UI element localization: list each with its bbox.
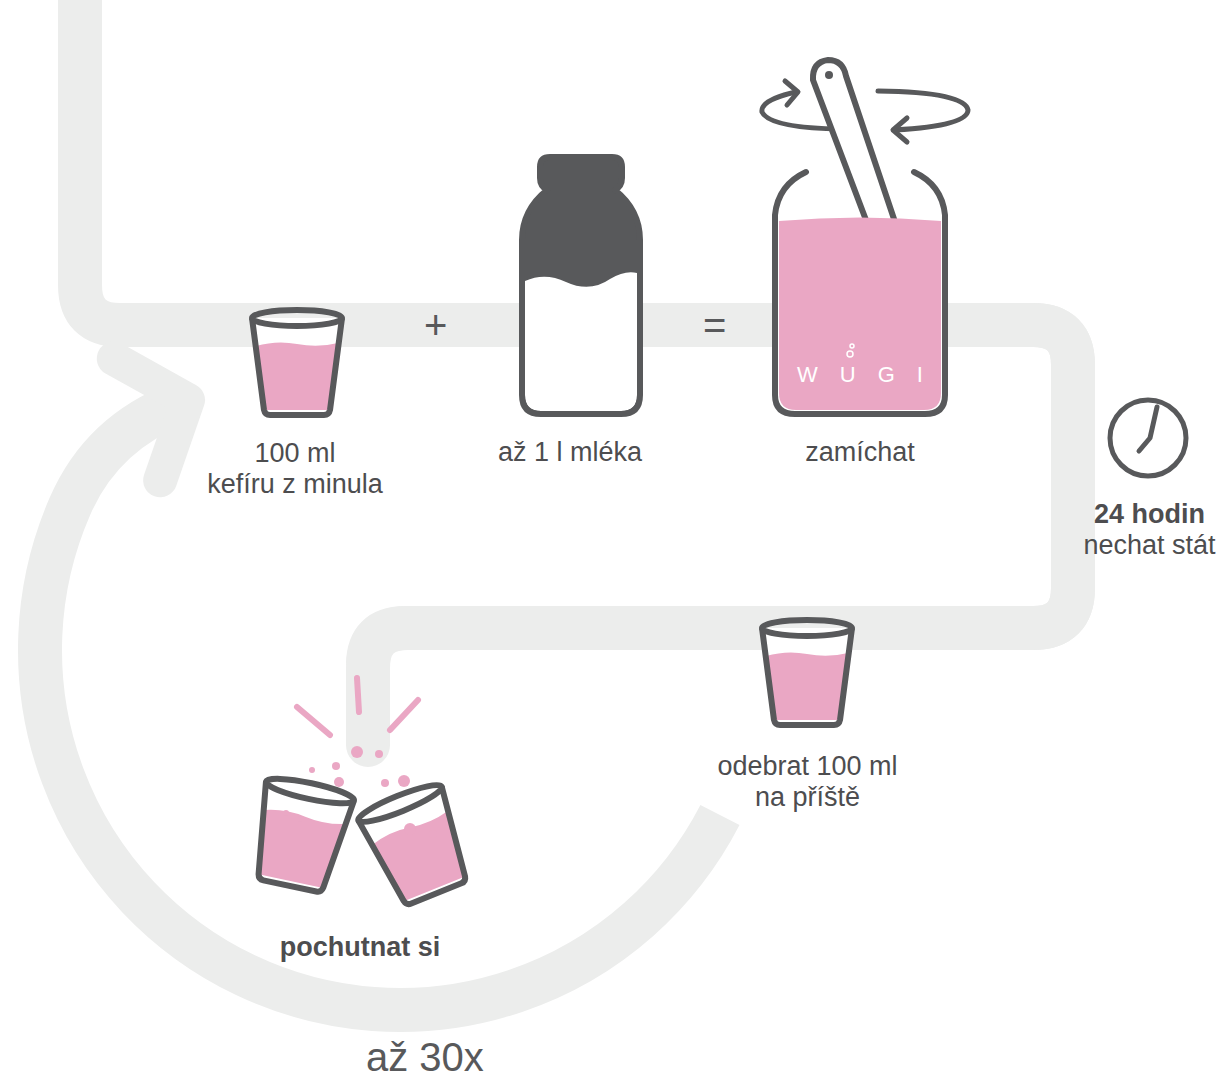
connector-path (670, 303, 760, 347)
glass-icon (252, 310, 342, 415)
cheers-icon (246, 678, 478, 910)
connector-path (40, 404, 720, 1010)
glass-icon (762, 620, 852, 725)
step-node: 24 hodinnechat stát (1059, 395, 1222, 563)
step-note: nechat stát (1083, 530, 1215, 561)
clock-icon (1110, 400, 1186, 476)
milk-bottle (522, 157, 640, 414)
step-node: pochutnat si (250, 665, 470, 965)
step-caption: zamíchat (805, 437, 915, 468)
step-caption: 100 ml kefíru z minula (207, 438, 383, 500)
step-caption: pochutnat si (280, 932, 441, 963)
connector-path (925, 563, 1073, 628)
jar-icon (762, 60, 968, 414)
step-caption: odebrat 100 ml na příště (717, 751, 897, 813)
step-node: odebrat 100 ml na příště (690, 615, 925, 815)
edge-label: + (420, 305, 451, 345)
flow-connector (40, 359, 720, 1010)
flow-connector (925, 563, 1073, 628)
flow-connector (960, 325, 1073, 395)
step-caption: 24 hodin (1094, 499, 1205, 530)
band-path (80, 0, 1073, 745)
connector-path (402, 303, 470, 347)
edge-label: = (699, 305, 730, 345)
connector-path (960, 325, 1073, 395)
edge-label: až 30x (362, 1037, 488, 1077)
jar-logo: WUGI (775, 362, 945, 388)
step-node: až 1 l mléka (470, 300, 670, 470)
step-node: 100 ml kefíru z minula (188, 300, 402, 502)
connector-path (368, 628, 690, 665)
step-caption: až 1 l mléka (498, 437, 642, 468)
arrow-head (114, 359, 188, 481)
flow-connector (368, 628, 690, 665)
